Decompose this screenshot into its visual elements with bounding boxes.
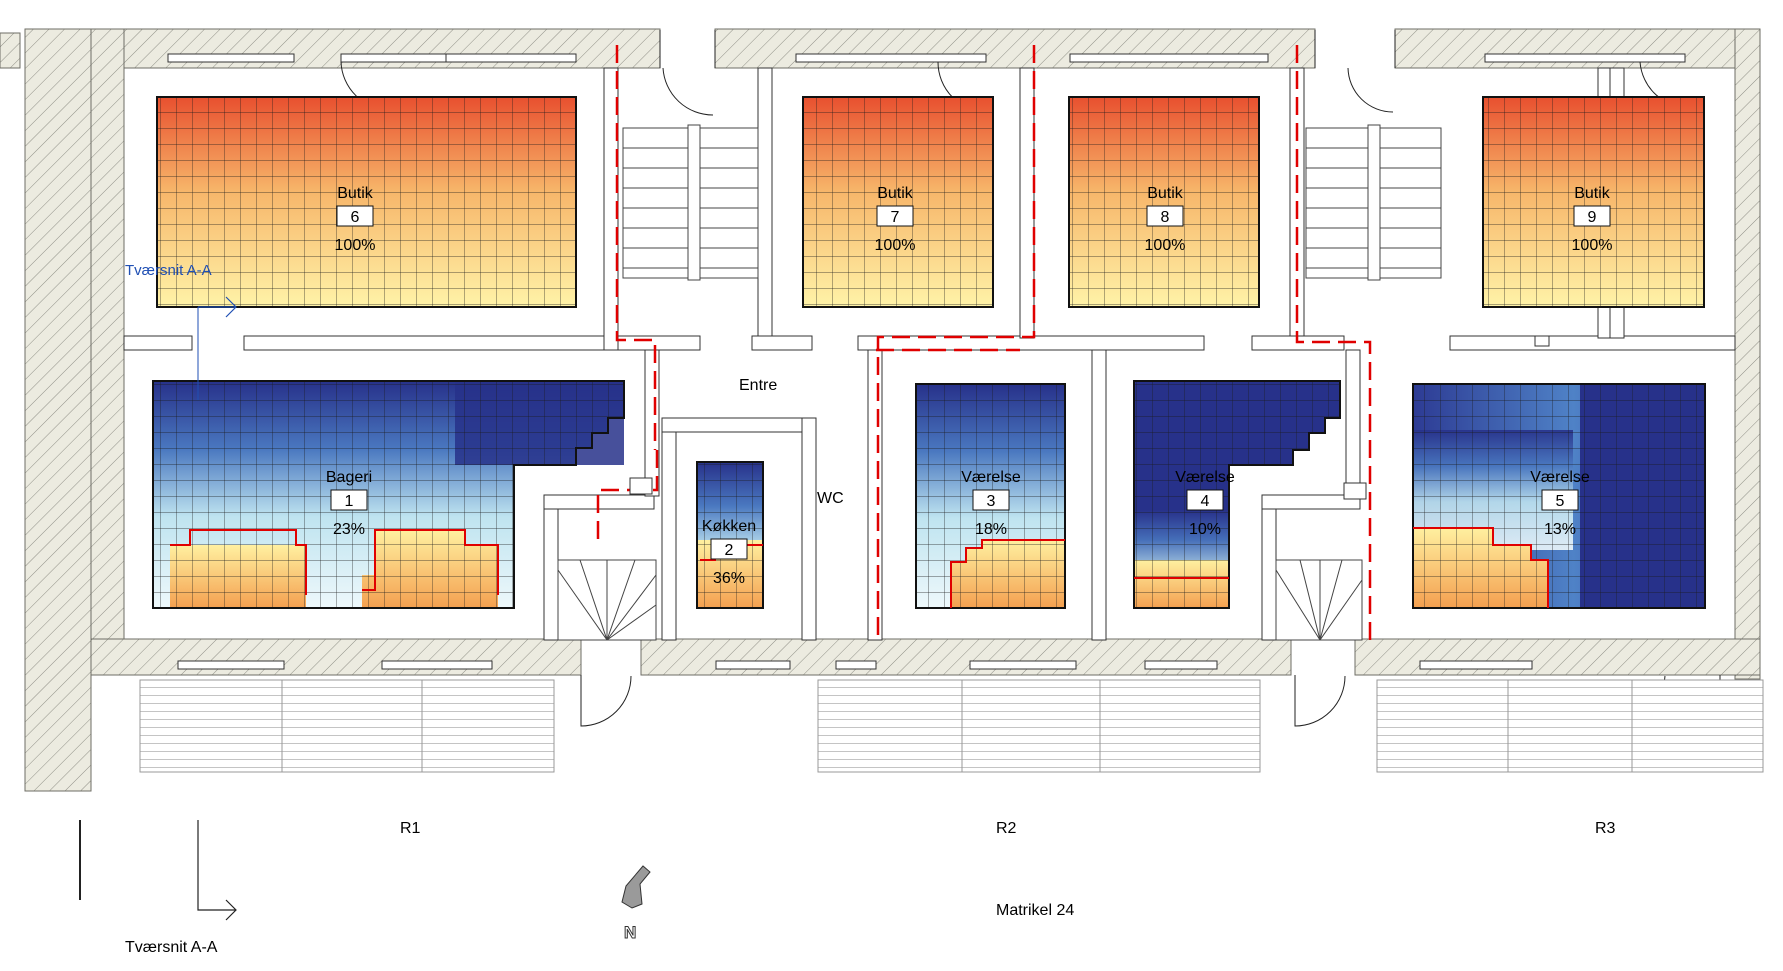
staircases xyxy=(557,124,1442,641)
room-tags: Butik 6 100% Butik 7 100% Butik 8 100% Butik 9 100%… xyxy=(326,185,1613,587)
north-label: N xyxy=(624,923,636,942)
room-name: Værelse xyxy=(961,469,1021,486)
r3-label: R3 xyxy=(1595,820,1616,837)
fixtures xyxy=(629,477,1367,500)
room-number-box xyxy=(876,205,914,227)
room-tag-7: Butik 7 100% xyxy=(875,185,916,254)
section-marker-bottom: Tværsnit A-A xyxy=(79,820,237,956)
room-number-box xyxy=(336,205,374,227)
room-number: 7 xyxy=(891,209,900,226)
section-label-top: Tværsnit A-A xyxy=(125,262,212,279)
room-name: Butik xyxy=(1147,185,1184,202)
room-heatmaps xyxy=(152,96,1706,609)
room-tag-9: Butik 9 100% xyxy=(1572,185,1613,254)
matrikel-label: Matrikel 24 xyxy=(996,902,1074,919)
room-number: 6 xyxy=(351,209,360,226)
room-name: Butik xyxy=(877,185,914,202)
room-tag-6: Butik 6 100% xyxy=(335,185,376,254)
room-tag-3: Værelse 3 18% xyxy=(961,469,1021,538)
room-percent: 100% xyxy=(875,237,916,254)
room-number: 5 xyxy=(1556,493,1565,510)
room-name: Butik xyxy=(337,185,374,202)
room-number-box xyxy=(1146,205,1184,227)
room-percent: 13% xyxy=(1544,521,1576,538)
room-percent: 10% xyxy=(1189,521,1221,538)
room-tag-1: Bageri 1 23% xyxy=(326,469,372,538)
room-name: Køkken xyxy=(702,518,756,535)
room-tag-4: Værelse 4 10% xyxy=(1175,469,1235,538)
room-number-box xyxy=(710,538,748,560)
room-percent: 36% xyxy=(713,570,745,587)
room-number: 4 xyxy=(1201,493,1210,510)
r2-label: R2 xyxy=(996,820,1017,837)
section-marker-top: Tværsnit A-A xyxy=(125,262,237,400)
room-number: 2 xyxy=(725,542,734,559)
windows xyxy=(167,53,1686,670)
room-number-box xyxy=(330,489,368,511)
room-percent: 100% xyxy=(1145,237,1186,254)
room-number-box xyxy=(1573,205,1611,227)
room-name: Bageri xyxy=(326,469,372,486)
heatmap-kokken-2 xyxy=(696,461,764,609)
room-percent: 23% xyxy=(333,521,365,538)
room-name: Værelse xyxy=(1530,469,1590,486)
room-number-box xyxy=(972,489,1010,511)
wc-label: WC xyxy=(817,490,844,507)
room-tag-2: Køkken 2 36% xyxy=(702,518,756,587)
room-tag-5: Værelse 5 13% xyxy=(1530,469,1590,538)
room-tag-8: Butik 8 100% xyxy=(1145,185,1186,254)
north-arrow-icon: N xyxy=(621,865,651,943)
entre-label: Entre xyxy=(739,377,777,394)
section-label-bottom: Tværsnit A-A xyxy=(125,939,218,956)
room-number: 8 xyxy=(1161,209,1170,226)
room-percent: 18% xyxy=(975,521,1007,538)
room-percent: 100% xyxy=(1572,237,1613,254)
room-number-box xyxy=(1186,489,1224,511)
balconies xyxy=(139,679,1764,773)
r1-label: R1 xyxy=(400,820,421,837)
room-name: Butik xyxy=(1574,185,1611,202)
room-number-box xyxy=(1541,489,1579,511)
heatmap-bageri-1 xyxy=(152,380,625,609)
room-percent: 100% xyxy=(335,237,376,254)
room-number: 3 xyxy=(987,493,996,510)
room-number: 1 xyxy=(345,493,354,510)
pipe-lines xyxy=(596,45,1372,640)
room-number: 9 xyxy=(1588,209,1597,226)
room-name: Værelse xyxy=(1175,469,1235,486)
heatmap-vaerelse-4 xyxy=(1133,380,1341,609)
